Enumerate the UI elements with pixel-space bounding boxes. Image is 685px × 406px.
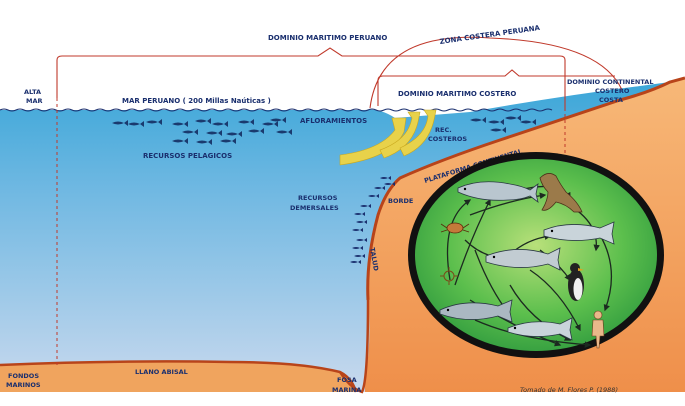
bracket-dominio-costero <box>377 69 615 106</box>
label-afloramientos: AFLORAMIENTOS <box>300 117 367 125</box>
fish-icon <box>485 247 561 271</box>
fish-icon <box>212 121 228 127</box>
arc-zona-costera <box>369 36 623 109</box>
fish-icon <box>380 176 391 180</box>
fish-icon <box>490 127 506 133</box>
fish-icon <box>488 119 504 125</box>
fish-icon <box>248 128 264 134</box>
fish-icon <box>457 181 539 203</box>
label-dominio-costero: DOMINIO MARITIMO COSTERO <box>398 90 516 98</box>
pelagic-fish-school <box>112 115 536 145</box>
fish-icon <box>356 238 367 242</box>
fish-icon <box>352 228 363 232</box>
fish-icon <box>206 130 222 136</box>
upwelling-arrow-icon <box>339 109 437 166</box>
fish-icon <box>505 115 521 121</box>
sea-surface-line <box>0 108 553 112</box>
label-fosa: FOSA <box>337 376 357 384</box>
label-borde: BORDE <box>388 197 413 205</box>
fish-icon <box>270 117 286 123</box>
human-icon <box>591 310 605 349</box>
label-alta-1: ALTA <box>24 88 41 96</box>
sea-floor <box>0 361 356 392</box>
label-dominio-peruano: DOMINIO MARITIMO PERUANO <box>268 34 387 42</box>
demersal-fish-group <box>350 176 395 264</box>
fish-icon <box>112 120 128 126</box>
fish-icon <box>350 260 361 264</box>
fish-icon <box>182 129 198 135</box>
label-recursos-pelagicos: RECURSOS PELAGICOS <box>143 152 232 160</box>
fish-icon <box>470 117 486 123</box>
fish-icon <box>196 139 212 145</box>
label-mar-peruano: MAR PERUANO ( 200 Millas Naúticas ) <box>122 97 271 105</box>
fish-icon <box>354 212 365 216</box>
fish-icon <box>262 121 278 127</box>
fish-icon <box>172 121 188 127</box>
label-demersales: DEMERSALES <box>290 204 339 212</box>
plankton-icon <box>440 267 458 285</box>
label-costa: COSTA <box>599 96 623 104</box>
fish-icon <box>543 221 615 245</box>
label-llano-abisal: LLANO ABISAL <box>135 368 188 376</box>
label-recursos: RECURSOS <box>298 194 338 202</box>
trench <box>338 299 370 394</box>
sea-floor-line <box>0 360 358 393</box>
fish-icon <box>520 119 536 125</box>
fish-icon <box>238 119 254 125</box>
fish-icon <box>360 204 371 208</box>
label-dominio-continental: DOMINIO CONTINENTAL <box>567 78 653 86</box>
fish-icon <box>356 220 367 224</box>
fish-icon <box>384 182 395 186</box>
fish-icon <box>226 131 242 137</box>
fish-icon <box>354 254 365 258</box>
label-marina: MARINA <box>332 386 361 394</box>
crab-icon <box>440 222 470 234</box>
fish-icon <box>172 138 188 144</box>
label-fondos: FONDOS <box>8 372 39 380</box>
fish-icon <box>374 186 385 190</box>
label-costero: COSTERO <box>595 87 630 95</box>
fish-icon <box>352 246 363 250</box>
shelf-edge-line <box>366 76 685 301</box>
fish-icon <box>195 118 211 124</box>
fish-icon <box>507 317 573 341</box>
label-rec: REC. <box>435 126 452 134</box>
fish-icon <box>128 121 144 127</box>
label-costeros: COSTEROS <box>428 135 467 143</box>
label-marinos: MARINOS <box>6 381 41 389</box>
fish-icon <box>368 194 379 198</box>
fish-icon <box>220 138 236 144</box>
label-credit: Tomado de M. Flores P. (1988) <box>520 386 618 394</box>
label-alta-2: MAR <box>26 97 43 105</box>
fish-icon <box>276 129 292 135</box>
penguin-icon <box>568 263 584 301</box>
food-web-circle <box>408 152 664 358</box>
bracket-dominio-peruano <box>56 47 566 110</box>
fish-icon <box>439 299 513 323</box>
sea-lion-icon <box>539 173 583 213</box>
fish-icon <box>146 119 162 125</box>
